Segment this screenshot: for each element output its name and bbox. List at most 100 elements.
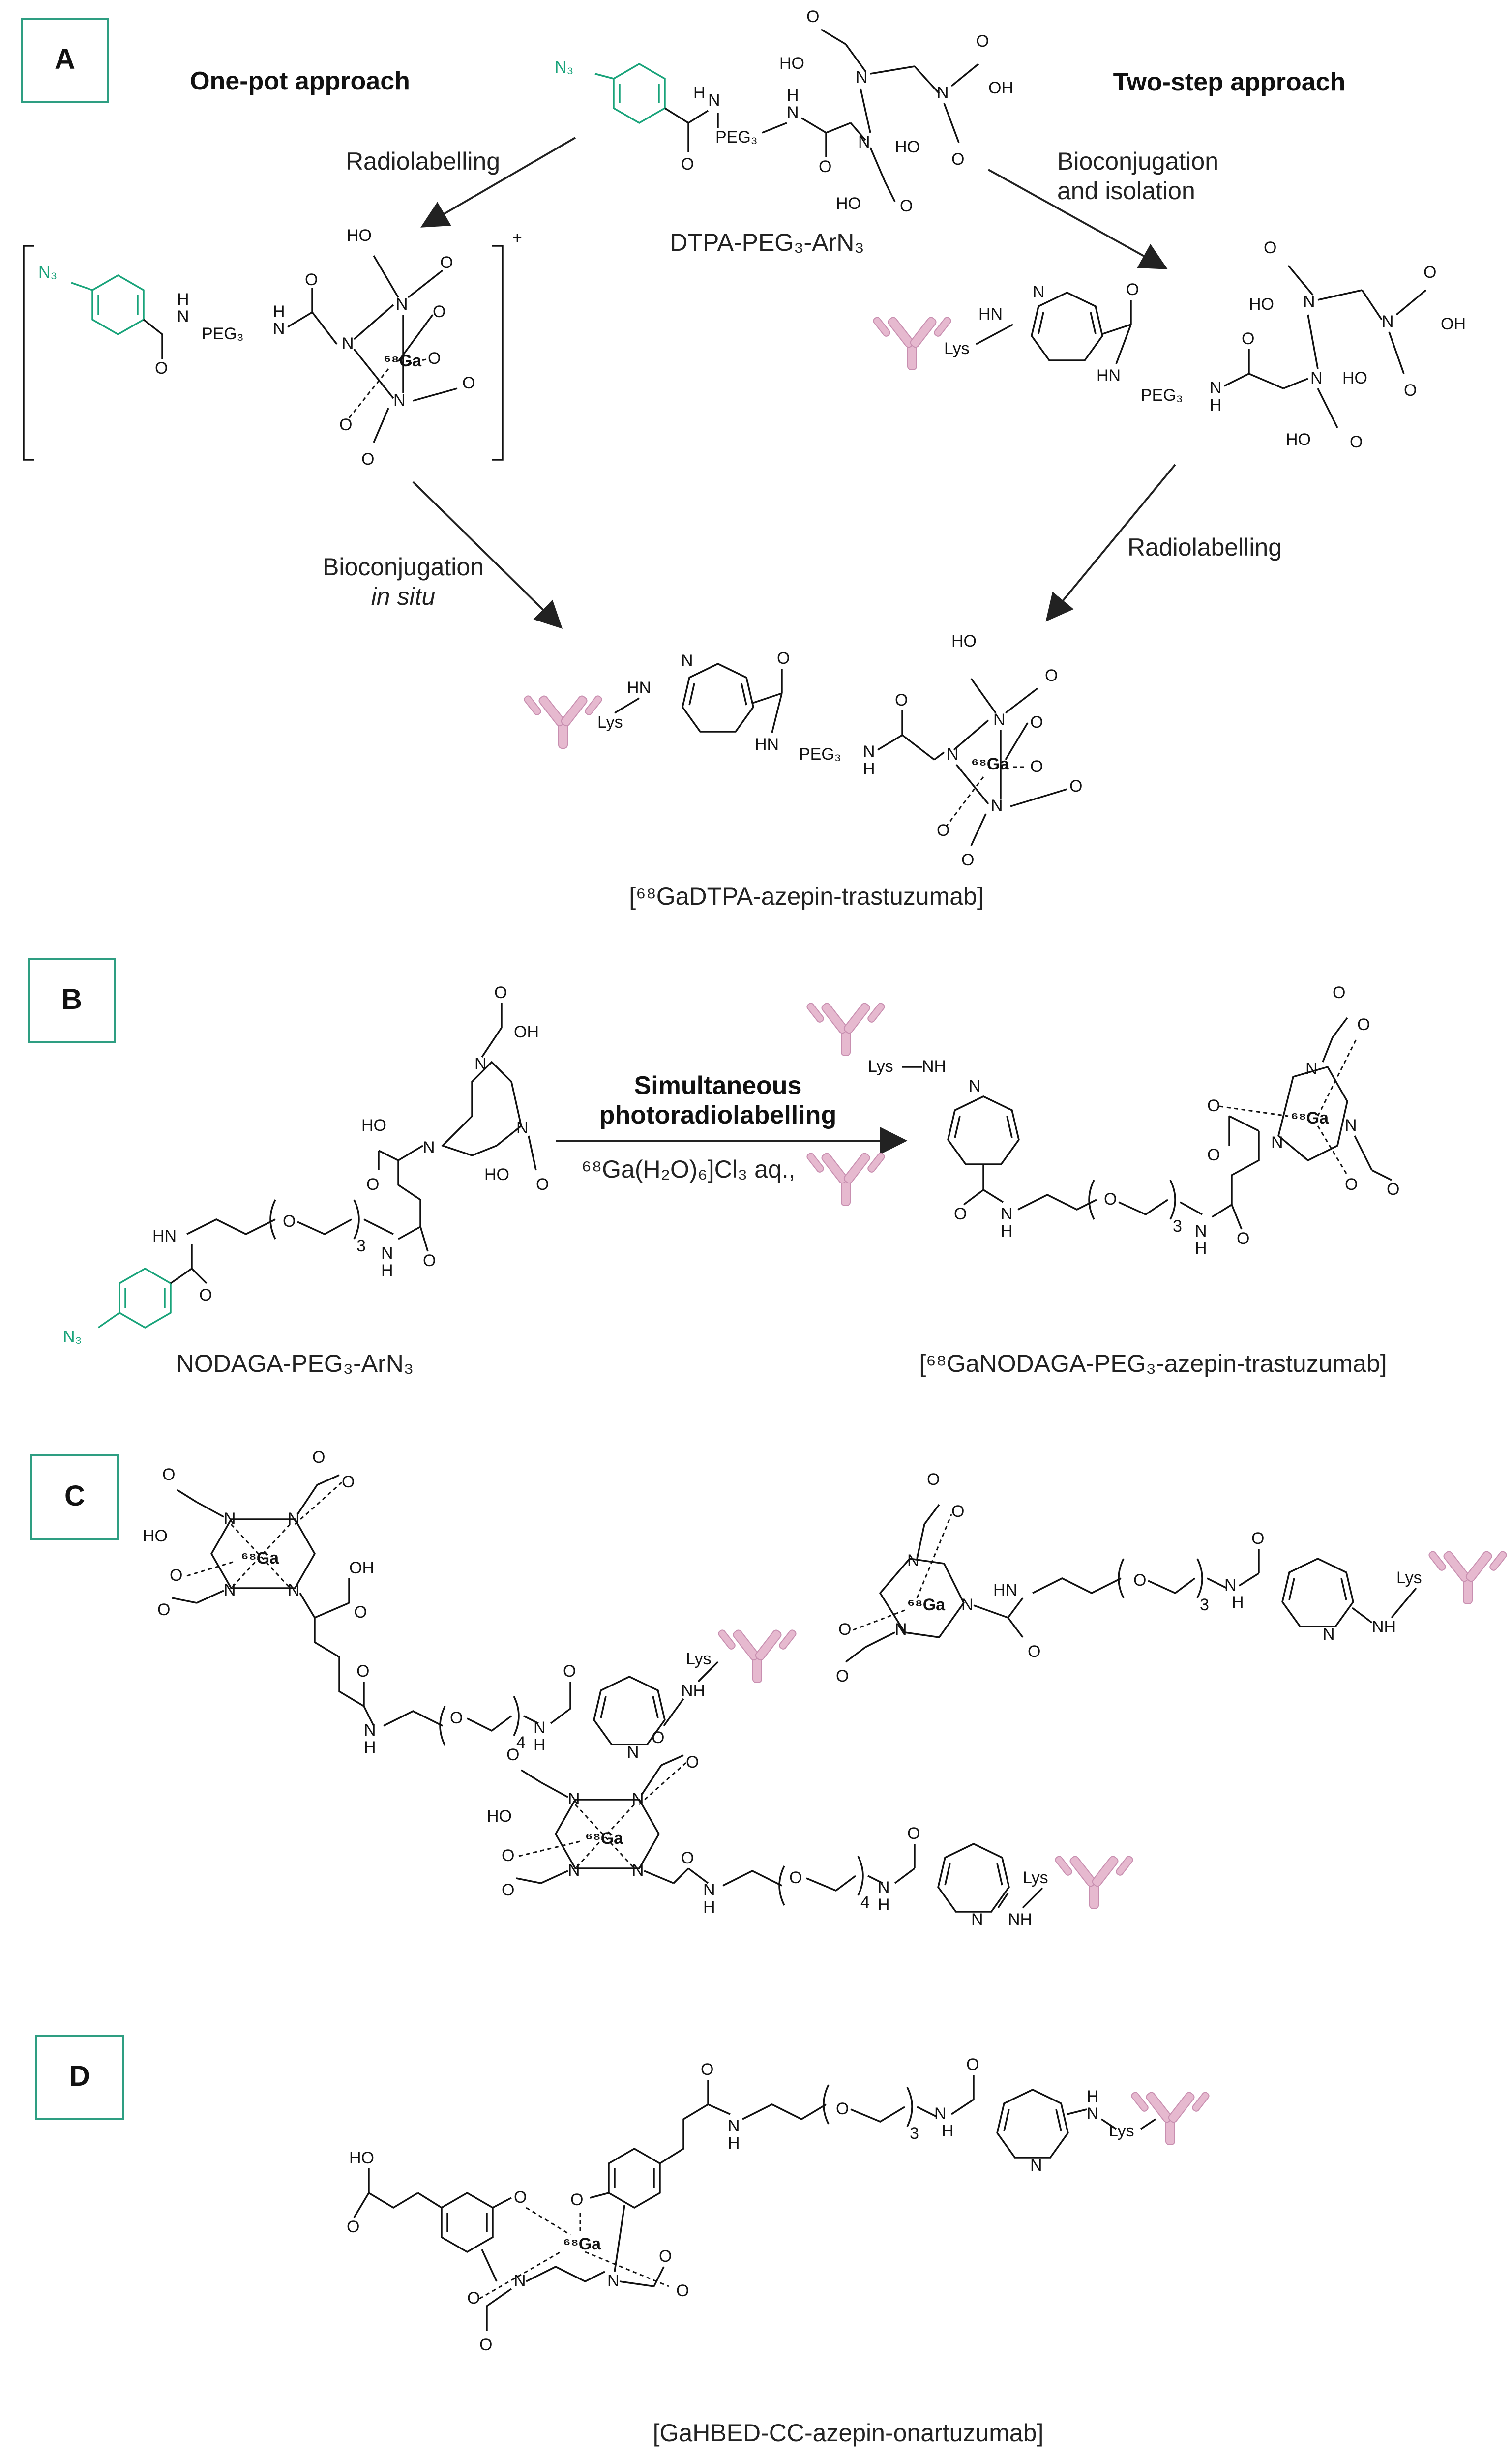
hbed-product-caption: [GaHBED-CC-azepin-onartuzumab] — [653, 2419, 1044, 2447]
svg-text:O: O — [305, 270, 318, 289]
svg-text:N: N — [224, 1509, 236, 1528]
svg-text:N: N — [627, 1743, 639, 1762]
svg-text:O: O — [440, 253, 453, 272]
svg-text:O: O — [676, 2281, 689, 2300]
svg-text:N: N — [961, 1596, 974, 1614]
svg-text:O: O — [1423, 263, 1436, 282]
radiolabelling-label-2: Radiolabelling — [1127, 533, 1282, 561]
antibody-icon — [1427, 1549, 1508, 1604]
ga-hbed-cc-conjugate-structure: O O ⁶⁸Ga HO O N N O O O O — [347, 2055, 1211, 2354]
svg-text:O: O — [1030, 713, 1043, 732]
svg-text:O: O — [570, 2190, 583, 2209]
svg-text:⁶⁸Ga: ⁶⁸Ga — [1291, 1109, 1329, 1127]
svg-text:O: O — [467, 2289, 480, 2307]
svg-text:N: N — [1271, 1133, 1283, 1152]
svg-text:O: O — [806, 7, 819, 26]
svg-text:O: O — [199, 1286, 212, 1304]
svg-text:O: O — [536, 1175, 549, 1194]
svg-text:Lys: Lys — [868, 1057, 893, 1076]
nodaga-product-caption: [⁶⁸GaNODAGA-PEG₃-azepin-trastuzumab] — [919, 1350, 1387, 1377]
svg-text:Lys: Lys — [686, 1650, 712, 1668]
svg-text:N: N — [934, 2104, 947, 2123]
nodaga-reagent-caption: NODAGA-PEG₃-ArN₃ — [177, 1350, 414, 1377]
svg-text:Lys: Lys — [597, 713, 623, 732]
svg-text:O: O — [1045, 666, 1058, 685]
svg-text:O: O — [339, 415, 352, 434]
svg-text:N: N — [1305, 1060, 1318, 1078]
svg-text:3: 3 — [910, 2124, 919, 2143]
svg-text:N: N — [364, 1721, 376, 1740]
svg-text:N: N — [224, 1581, 236, 1599]
svg-text:O: O — [681, 1849, 694, 1867]
svg-text:O: O — [966, 2055, 979, 2074]
svg-text:O: O — [170, 1566, 182, 1585]
svg-text:O: O — [1030, 757, 1043, 776]
svg-text:O: O — [1387, 1180, 1399, 1199]
svg-text:OH: OH — [514, 1023, 539, 1041]
svg-text:N: N — [1310, 369, 1323, 387]
svg-text:O: O — [347, 2218, 359, 2236]
svg-text:N: N — [568, 1790, 580, 1808]
svg-text:H: H — [364, 1738, 376, 1757]
antibody-icon — [1054, 1854, 1134, 1909]
panel-c-conjugate-1: N N N N ⁶⁸Ga O H O O O O O O H O — [143, 1448, 798, 1762]
svg-text:O: O — [1207, 1096, 1220, 1115]
svg-text:O: O — [1357, 1015, 1370, 1034]
svg-text:N: N — [895, 1620, 907, 1639]
svg-text:N: N — [423, 1138, 435, 1157]
svg-text:HO: HO — [487, 1807, 512, 1826]
svg-text:N: N — [1323, 1625, 1335, 1644]
svg-text:H: H — [1087, 2087, 1099, 2106]
svg-text:O: O — [789, 1868, 802, 1887]
svg-text:O: O — [356, 1662, 369, 1681]
svg-text:O: O — [312, 1448, 325, 1467]
svg-text:O: O — [1251, 1529, 1264, 1548]
dtpa-reagent-caption: DTPA-PEG₃-ArN₃ — [670, 229, 864, 256]
svg-text:HN: HN — [993, 1581, 1017, 1599]
svg-text:N: N — [1087, 2104, 1099, 2123]
svg-text:O: O — [927, 1470, 940, 1489]
radiolabelling-label-1: Radiolabelling — [346, 148, 500, 175]
svg-text:⁶⁸Ga: ⁶⁸Ga — [241, 1549, 279, 1568]
svg-text:H: H — [787, 86, 799, 105]
svg-text:N: N — [863, 742, 875, 761]
svg-text:HO: HO — [1249, 295, 1274, 314]
two-step-heading: Two-step approach — [1113, 68, 1346, 96]
svg-text:H: H — [1195, 1239, 1207, 1258]
svg-text:O: O — [354, 1603, 367, 1622]
svg-text:H: H — [1232, 1593, 1244, 1612]
svg-text:H: H — [863, 760, 875, 778]
svg-text:O: O — [652, 1728, 664, 1747]
ga68-dtpa-azepin-trastuzumab-structure: Lys HN N O HN PEG₃ N H O N ⁶⁸Ga N N — [523, 632, 1082, 869]
svg-text:OH: OH — [1441, 315, 1466, 333]
panel-a-frame — [21, 18, 109, 103]
simultaneous-label: Simultaneous — [634, 1071, 802, 1100]
svg-text:4: 4 — [860, 1893, 870, 1912]
svg-text:O: O — [514, 2188, 527, 2207]
svg-text:N: N — [342, 334, 354, 353]
panel-b: B N₃ O HN O 3 N H O HO O — [28, 958, 1399, 1377]
panel-c-frame — [30, 1454, 119, 1540]
svg-text:O: O — [563, 1662, 576, 1681]
svg-text:N: N — [1345, 1116, 1357, 1135]
one-pot-heading: One-pot approach — [190, 67, 410, 95]
panel-d-letter: D — [69, 2060, 90, 2092]
svg-text:N: N — [878, 1878, 890, 1897]
bioconjugation-isolation-line1: Bioconjugation — [1057, 148, 1218, 175]
antibody-icon — [805, 1151, 886, 1206]
svg-text:O: O — [701, 2060, 713, 2079]
svg-text:N: N — [703, 1881, 715, 1899]
svg-text:H: H — [177, 290, 189, 309]
svg-text:O: O — [162, 1465, 175, 1484]
svg-text:N: N — [728, 2117, 740, 2135]
svg-text:O: O — [157, 1600, 170, 1619]
azide-label: N₃ — [555, 58, 573, 77]
svg-text:O: O — [1404, 381, 1417, 400]
svg-text:H: H — [534, 1736, 546, 1754]
ga68-nodaga-product-structure: Lys NH N O N H O 3 N H O O — [805, 983, 1399, 1258]
svg-text:HO: HO — [836, 194, 861, 213]
svg-text:O: O — [686, 1753, 699, 1772]
panel-c-letter: C — [64, 1480, 85, 1512]
svg-text:O: O — [450, 1709, 463, 1727]
svg-text:⁶⁸Ga: ⁶⁸Ga — [563, 2235, 601, 2253]
